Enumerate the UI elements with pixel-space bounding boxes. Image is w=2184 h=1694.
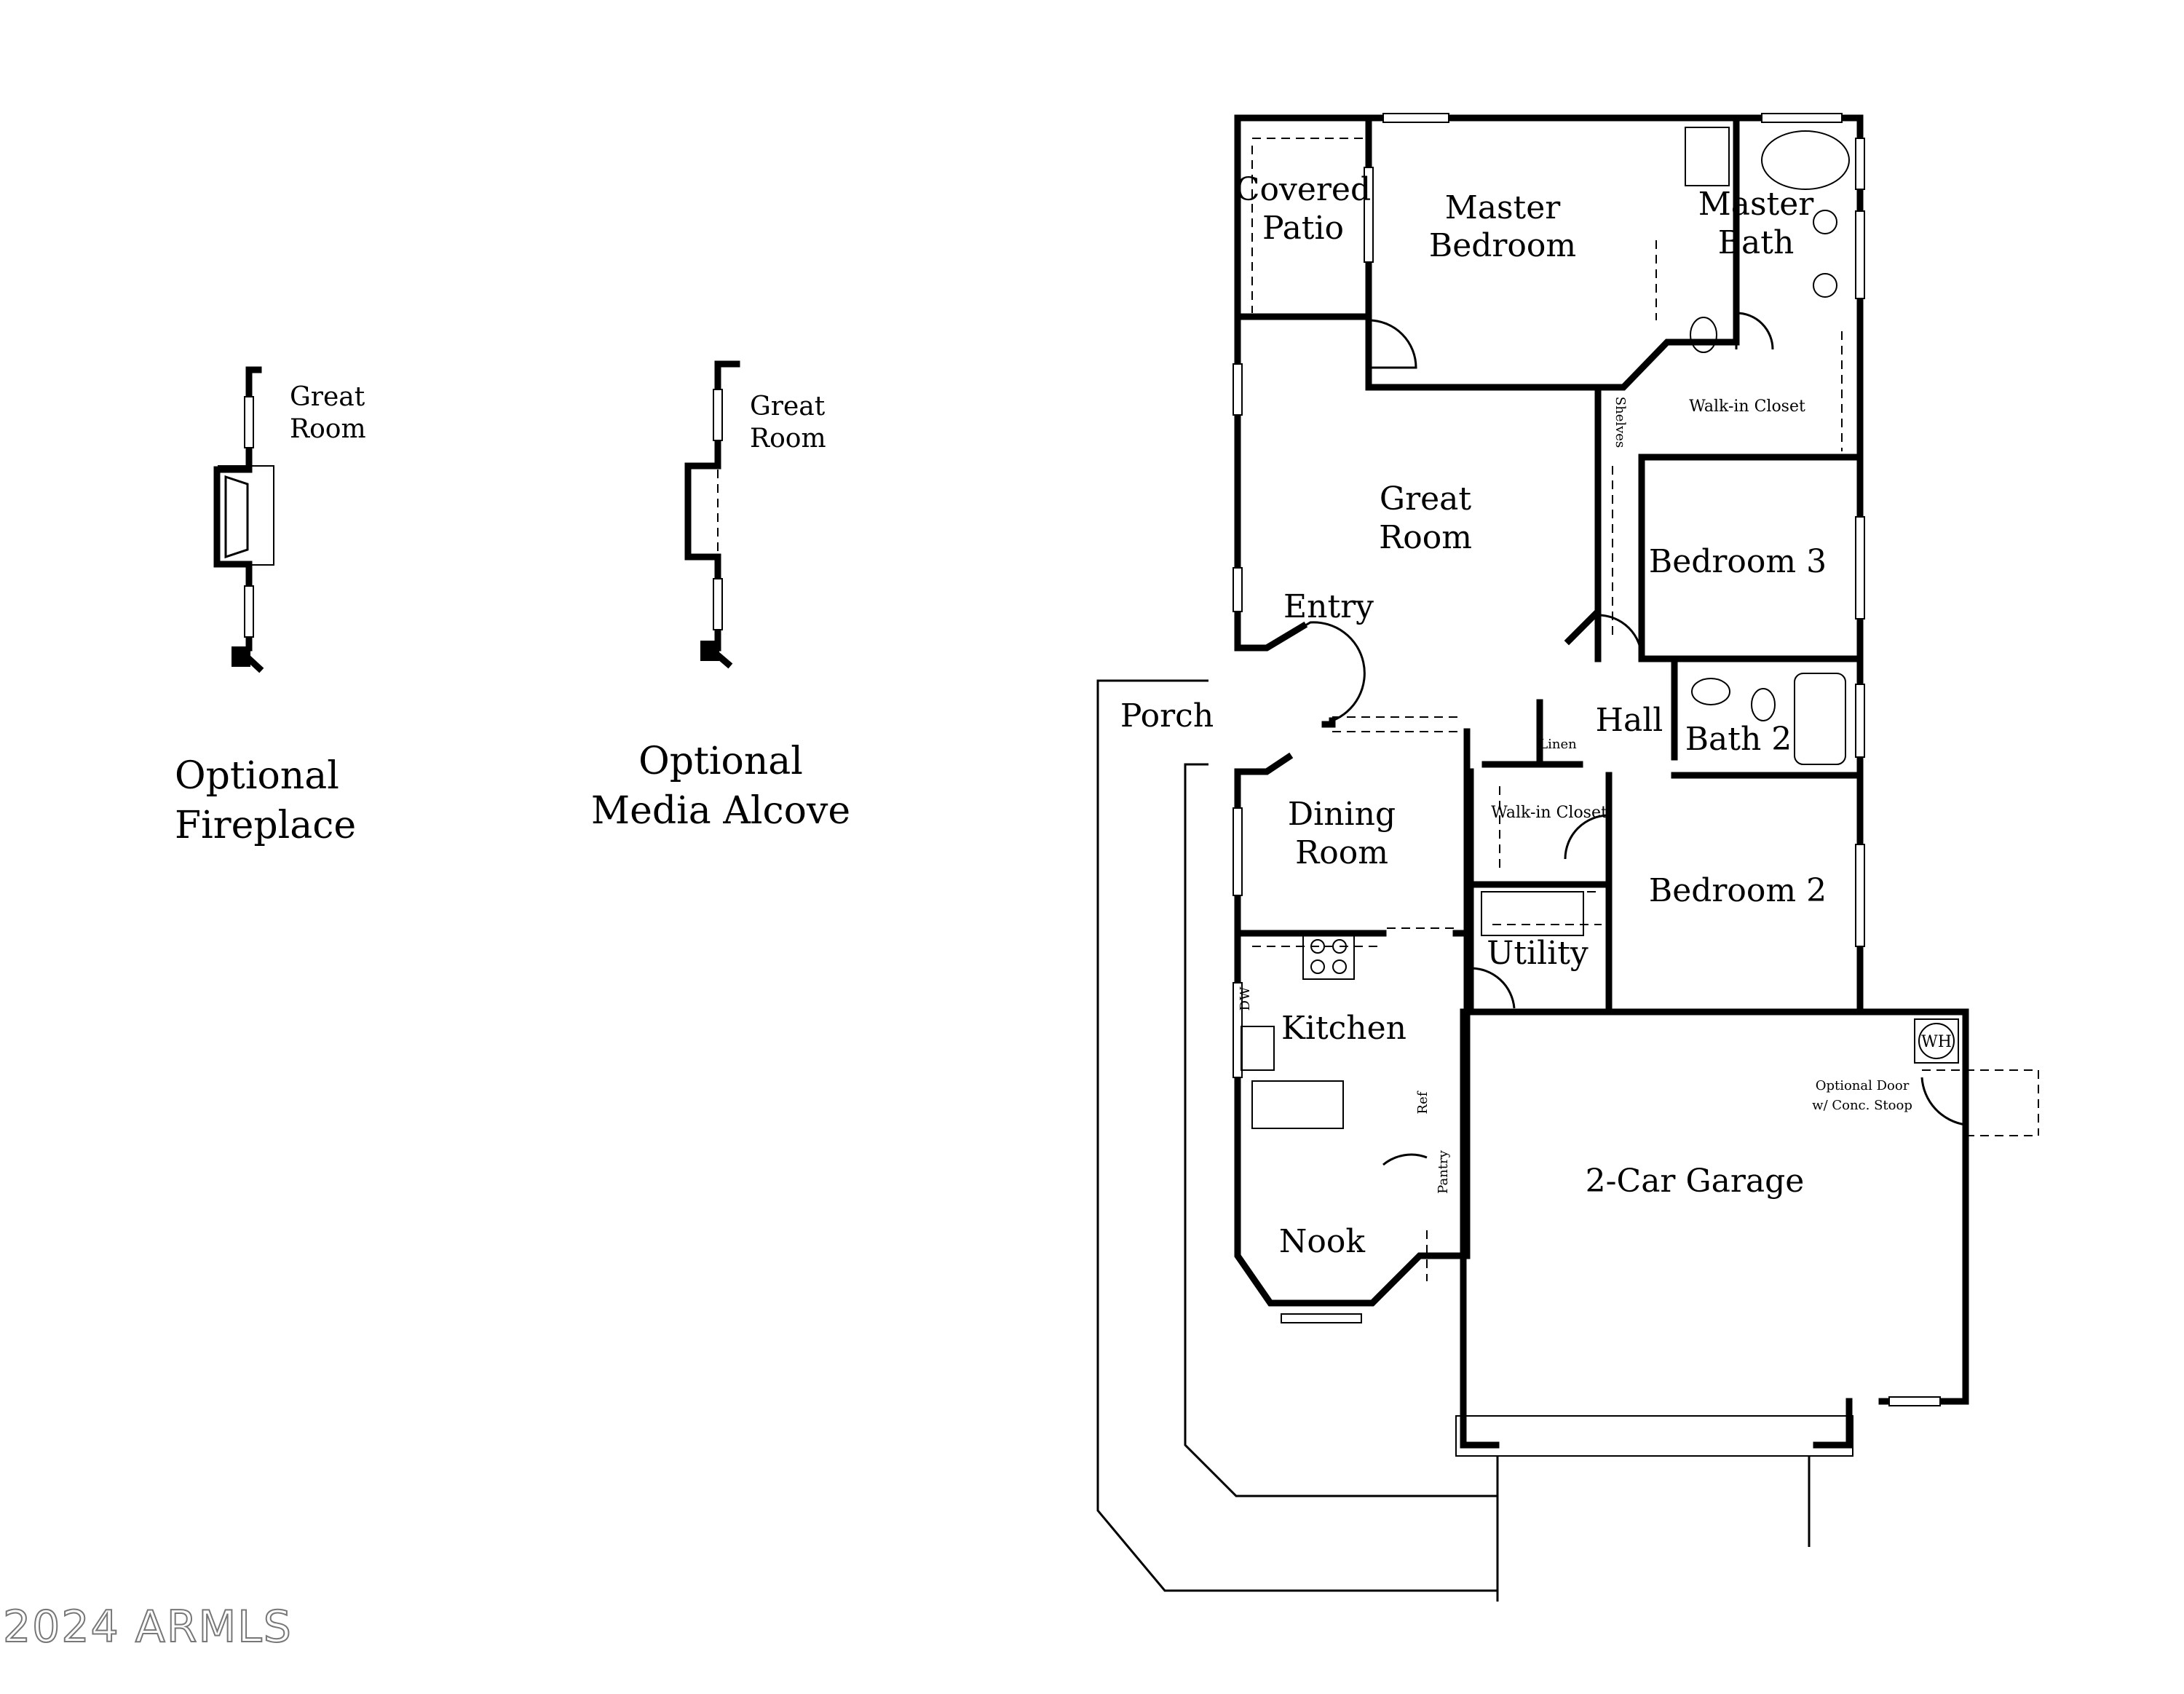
bath2-toilet-icon (1751, 688, 1776, 721)
site-outlines (1096, 679, 1853, 1602)
kitchen-sink-icon (1241, 1026, 1275, 1071)
ref-label: Ref (1415, 1091, 1431, 1114)
porch-label: Porch (1120, 697, 1214, 735)
dining-room-label-2: Room (1295, 834, 1388, 871)
shelves-label: Shelves (1613, 397, 1628, 448)
master-sink-icon (1813, 273, 1837, 298)
optional-fireplace-detail: Great Room Optional Fireplace (175, 366, 366, 847)
bath2-tub-icon (1794, 673, 1846, 765)
linen-label: Linen (1539, 737, 1577, 752)
great-room-label-1: Great (1380, 480, 1471, 518)
fireplace-room-label-1: Great (290, 382, 365, 412)
optional-door-label-1: Optional Door (1816, 1078, 1910, 1093)
walk-in-closet-bed2-label: Walk-in Closet (1491, 804, 1607, 822)
master-bedroom-label-1: Master (1445, 189, 1562, 226)
covered-patio-label-1: Covered (1235, 171, 1371, 208)
great-room-label-2: Room (1379, 519, 1472, 556)
optional-media-alcove-title-1: Optional (638, 740, 803, 783)
master-bedroom-label-2: Bedroom (1429, 227, 1576, 264)
garage-label: 2-Car Garage (1586, 1163, 1805, 1200)
master-bath-label-1: Master (1698, 186, 1815, 223)
kitchen-label: Kitchen (1281, 1010, 1406, 1047)
fireplace-room-label-2: Room (290, 414, 366, 444)
master-sink-icon (1813, 210, 1837, 234)
entry-label: Entry (1283, 588, 1374, 625)
bedroom-3-label: Bedroom 3 (1649, 543, 1827, 580)
covered-patio-label-2: Patio (1262, 210, 1344, 247)
kitchen-island (1251, 1080, 1344, 1129)
cooktop-icon (1302, 935, 1355, 980)
master-shower-icon (1685, 127, 1730, 186)
door-swings (1266, 312, 1966, 1166)
media-alcove-room-label-1: Great (750, 392, 826, 421)
optional-door-label-2: w/ Conc. Stoop (1812, 1098, 1912, 1113)
nook-label: Nook (1279, 1223, 1365, 1260)
water-heater-label: WH (1921, 1033, 1952, 1051)
master-tub-icon (1761, 130, 1850, 190)
bath2-sink-icon (1691, 678, 1730, 705)
utility-label: Utility (1487, 935, 1588, 972)
room-labels: Covered Patio Master Bedroom Master Bath… (1120, 171, 1952, 1260)
master-toilet-icon (1690, 317, 1717, 353)
water-heater-icon (1914, 1018, 1959, 1064)
windows-and-openings (1233, 113, 2039, 1406)
bedroom-2-label: Bedroom 2 (1649, 872, 1827, 909)
dw-label: DW (1238, 986, 1253, 1010)
pantry-label: Pantry (1436, 1149, 1451, 1193)
dining-room-label-1: Dining (1288, 796, 1396, 833)
bath-2-label: Bath 2 (1685, 721, 1792, 758)
optional-media-alcove-title-2: Media Alcove (591, 789, 850, 833)
copyright-watermark: 2024 ARMLS (3, 1602, 293, 1653)
hall-label: Hall (1596, 702, 1663, 739)
master-bath-label-2: Bath (1718, 224, 1795, 261)
washer-dryer-icon (1481, 891, 1584, 936)
optional-fireplace-title-1: Optional (175, 754, 339, 798)
exterior-walls (1234, 114, 1969, 1449)
optional-fireplace-title-2: Fireplace (175, 804, 356, 847)
walk-in-closet-master-label: Walk-in Closet (1689, 397, 1805, 416)
media-alcove-room-label-2: Room (750, 424, 826, 454)
optional-media-alcove-detail: Great Room Optional Media Alcove (591, 360, 850, 833)
fixtures (1241, 127, 1959, 1129)
